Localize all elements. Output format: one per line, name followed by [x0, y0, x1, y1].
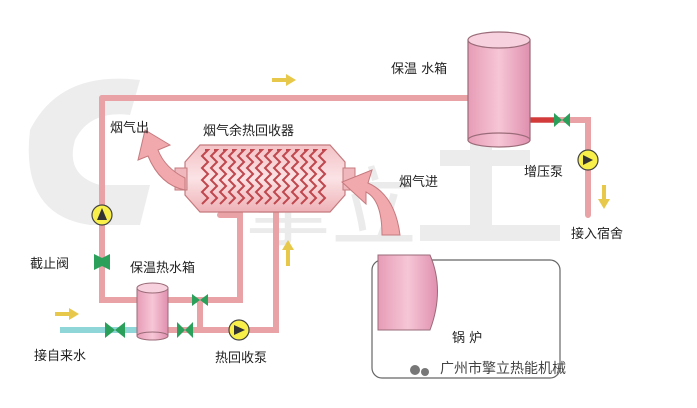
heat-recovery-pump-shape [228, 319, 250, 341]
heat-exchange-fin [227, 149, 238, 205]
flow-arrow-top [272, 74, 296, 86]
heat-exchange-fin [317, 149, 328, 205]
heat-exchange-fin [254, 149, 265, 205]
insulated-hot-water-tank-shape [136, 282, 169, 341]
valve-inlet [105, 322, 125, 338]
flue-gas-out-arrow [137, 129, 186, 191]
label-boiler: 锅 炉 [452, 331, 483, 346]
watermark-logo [28, 78, 560, 241]
pipe-tank-to-recovery [165, 212, 243, 303]
heat-exchange-fin [209, 149, 220, 205]
heat-exchange-fin [290, 149, 301, 205]
label-flue-gas-out: 烟气出 [110, 121, 150, 136]
pipe-left-riser [99, 95, 143, 303]
stop-valve-shape [94, 254, 110, 270]
label-booster-pump: 增压泵 [524, 165, 564, 180]
valve-top-right [554, 113, 570, 127]
label-stop-valve: 截止阀 [30, 257, 70, 272]
flue-gas-in-arrow [341, 169, 401, 236]
watermark-company: 广州市擎立热能机械 [440, 361, 566, 377]
label-heat-recovery-pump: 热回收泵 [215, 351, 268, 366]
heat-exchange-fins [200, 149, 328, 205]
heat-exchange-fin [245, 149, 256, 205]
heat-exchange-fin [263, 149, 274, 205]
heat-exchange-fin [200, 149, 211, 205]
label-to-dormitory: 接入宿舍 [571, 227, 624, 242]
valve-tank-bottom [177, 322, 193, 338]
insulated-water-tank [467, 31, 531, 148]
heat-exchange-fin [236, 149, 247, 205]
heat-exchange-fin [218, 149, 229, 205]
heat-exchange-fin [299, 149, 310, 205]
valve-tank-top [192, 294, 208, 306]
label-heat-recovery-unit: 烟气余热回收器 [203, 124, 295, 139]
heat-exchange-fin [281, 149, 292, 205]
wechat-icon [410, 365, 434, 376]
boiler-shape [371, 254, 561, 379]
heat-recovery-unit-shape [174, 144, 356, 213]
heat-exchange-fin [272, 149, 283, 205]
flow-arrow-dormitory-down [598, 185, 610, 209]
booster-pump-shape [577, 149, 599, 171]
label-flue-gas-in: 烟气进 [399, 175, 439, 190]
pipe-recovery-return [252, 187, 279, 333]
circulation-pump [91, 204, 113, 226]
flow-arrow-inlet [55, 308, 79, 320]
label-insulated-tank: 保温 水箱 [391, 62, 448, 77]
heat-exchange-fin [308, 149, 319, 205]
flow-arrow-recovery-up [282, 240, 294, 266]
label-insulated-hot-water-tank: 保温热水箱 [130, 261, 196, 276]
label-from-tap-water: 接自来水 [34, 349, 87, 364]
